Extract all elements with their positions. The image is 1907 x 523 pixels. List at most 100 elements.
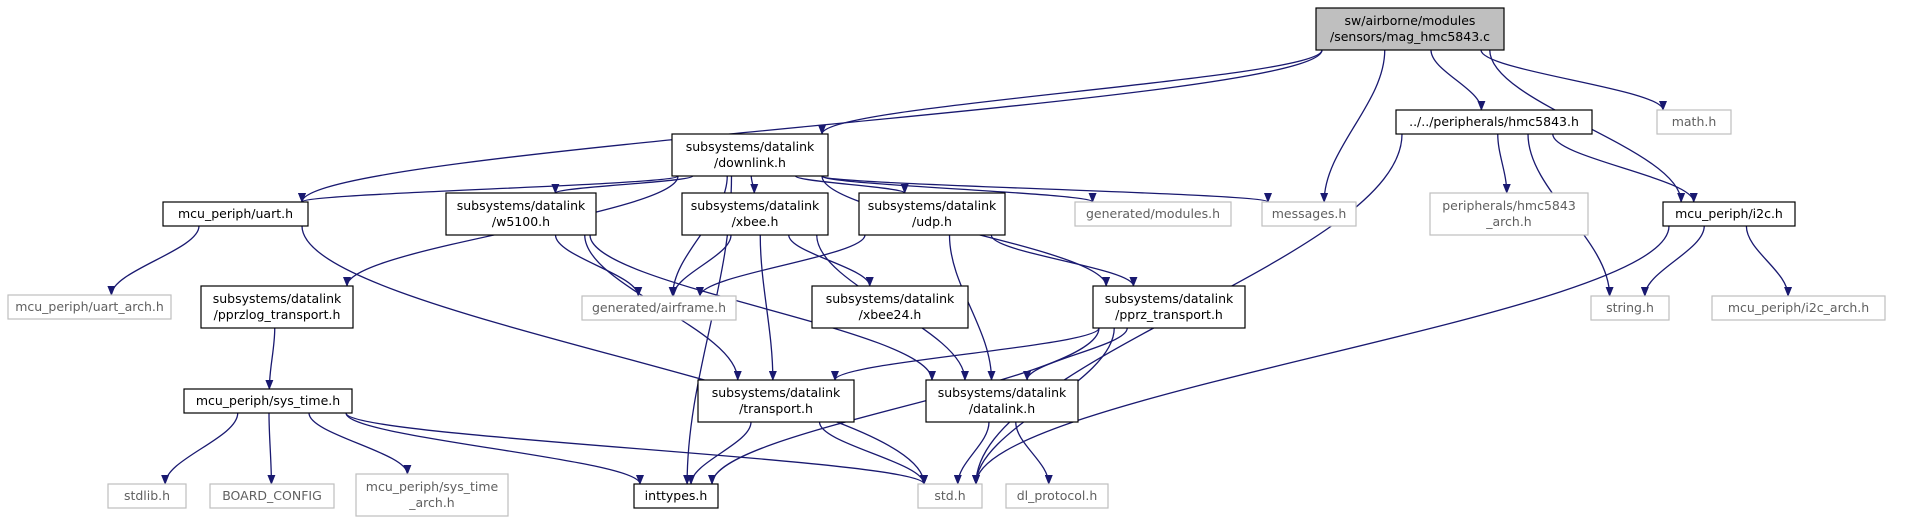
- edge-xbee-to-airframe: [669, 234, 732, 297]
- edge-root-to-messages: [1320, 49, 1386, 203]
- node-boardconfig[interactable]: BOARD_CONFIG: [209, 483, 335, 509]
- node-systime[interactable]: mcu_periph/sys_time.h: [183, 388, 353, 414]
- edge-pprztransport-to-transport: [831, 327, 1100, 381]
- node-label-w5100-line-0: subsystems/datalink: [457, 198, 586, 213]
- edge-udp-to-pprztransport: [990, 234, 1138, 287]
- node-airframe[interactable]: generated/airframe.h: [581, 295, 737, 321]
- node-box-math[interactable]: [1656, 109, 1732, 135]
- edge-uart-to-uartarch: [107, 225, 200, 296]
- node-label-messages-line-0: messages.h: [1272, 206, 1347, 221]
- node-box-pprzlog[interactable]: [200, 285, 354, 329]
- node-label-w5100-line-1: /w5100.h: [492, 214, 550, 229]
- node-label-downlink-line-1: /downlink.h: [714, 155, 786, 170]
- node-box-string[interactable]: [1590, 295, 1670, 321]
- node-transport[interactable]: subsystems/datalink/transport.h: [697, 379, 855, 423]
- node-std[interactable]: std.h: [917, 483, 983, 509]
- node-box-i2carch[interactable]: [1711, 295, 1886, 321]
- node-root[interactable]: sw/airborne/modules/sensors/mag_hmc5843.…: [1315, 7, 1505, 51]
- node-downlink[interactable]: subsystems/datalink/downlink.h: [671, 133, 829, 177]
- node-box-systimearch[interactable]: [355, 473, 509, 517]
- node-box-systime[interactable]: [183, 388, 353, 414]
- node-box-std[interactable]: [917, 483, 983, 509]
- node-box-udp[interactable]: [858, 192, 1006, 236]
- node-xbee24[interactable]: subsystems/datalink/xbee24.h: [811, 285, 969, 329]
- node-uart[interactable]: mcu_periph/uart.h: [162, 201, 309, 227]
- edge-systime-to-std: [345, 412, 928, 485]
- node-layer: sw/airborne/modules/sensors/mag_hmc5843.…: [7, 7, 1886, 517]
- node-box-hmcarch[interactable]: [1429, 192, 1589, 236]
- edge-hmc5843h-to-i2c: [1552, 133, 1698, 203]
- node-udp[interactable]: subsystems/datalink/udp.h: [858, 192, 1006, 236]
- edge-i2c-to-std: [972, 225, 1670, 485]
- node-box-dlprotocol[interactable]: [1005, 483, 1109, 509]
- node-label-i2c-line-0: mcu_periph/i2c.h: [1675, 206, 1783, 221]
- node-box-root[interactable]: [1315, 7, 1505, 51]
- node-box-stdlib[interactable]: [107, 483, 187, 509]
- node-stdlib[interactable]: stdlib.h: [107, 483, 187, 509]
- node-label-math-line-0: math.h: [1672, 114, 1717, 129]
- edge-root-to-hmc5843h: [1430, 49, 1486, 111]
- edge-i2c-to-i2carch: [1745, 225, 1793, 297]
- node-genmodules[interactable]: generated/modules.h: [1074, 201, 1232, 227]
- edge-datalink-to-std: [953, 421, 990, 485]
- node-box-inttypes[interactable]: [633, 483, 719, 509]
- node-label-systimearch-line-1: _arch.h: [408, 495, 454, 510]
- node-box-hmc5843h[interactable]: [1395, 109, 1593, 135]
- node-label-downlink-line-0: subsystems/datalink: [686, 139, 815, 154]
- node-box-messages[interactable]: [1261, 201, 1357, 227]
- node-label-string-line-0: string.h: [1606, 300, 1654, 315]
- node-xbee[interactable]: subsystems/datalink/xbee.h: [681, 192, 829, 236]
- node-label-pprztransport-line-1: /pprz_transport.h: [1115, 307, 1223, 322]
- node-string[interactable]: string.h: [1590, 295, 1670, 321]
- node-box-uart[interactable]: [162, 201, 309, 227]
- node-math[interactable]: math.h: [1656, 109, 1732, 135]
- node-messages[interactable]: messages.h: [1261, 201, 1357, 227]
- node-hmcarch[interactable]: peripherals/hmc5843_arch.h: [1429, 192, 1589, 236]
- node-box-genmodules[interactable]: [1074, 201, 1232, 227]
- node-box-i2c[interactable]: [1662, 201, 1796, 227]
- node-box-w5100[interactable]: [445, 192, 597, 236]
- edge-downlink-to-messages: [821, 175, 1272, 203]
- node-pprztransport[interactable]: subsystems/datalink/pprz_transport.h: [1092, 285, 1246, 329]
- node-box-xbee[interactable]: [681, 192, 829, 236]
- edge-datalink-to-dlprotocol: [1015, 421, 1053, 485]
- node-box-transport[interactable]: [697, 379, 855, 423]
- node-label-airframe-line-0: generated/airframe.h: [592, 300, 726, 315]
- node-dlprotocol[interactable]: dl_protocol.h: [1005, 483, 1109, 509]
- node-box-airframe[interactable]: [581, 295, 737, 321]
- node-box-pprztransport[interactable]: [1092, 285, 1246, 329]
- node-label-datalink-line-1: /datalink.h: [969, 401, 1035, 416]
- node-box-datalink[interactable]: [925, 379, 1079, 423]
- node-label-pprzlog-line-1: /pprzlog_transport.h: [214, 307, 341, 322]
- edge-transport-to-inttypes: [687, 421, 752, 485]
- node-box-boardconfig[interactable]: [209, 483, 335, 509]
- node-label-std-line-0: std.h: [934, 488, 965, 503]
- edge-pprztransport-to-datalink: [1023, 327, 1128, 381]
- node-box-downlink[interactable]: [671, 133, 829, 177]
- edge-systime-to-inttypes: [345, 412, 644, 485]
- node-inttypes[interactable]: inttypes.h: [633, 483, 719, 509]
- node-datalink[interactable]: subsystems/datalink/datalink.h: [925, 379, 1079, 423]
- node-label-xbee-line-0: subsystems/datalink: [691, 198, 820, 213]
- edge-downlink-to-uart: [298, 175, 679, 203]
- node-label-hmcarch-line-1: _arch.h: [1485, 214, 1531, 229]
- node-hmc5843h[interactable]: ../../peripherals/hmc5843.h: [1395, 109, 1593, 135]
- node-pprzlog[interactable]: subsystems/datalink/pprzlog_transport.h: [200, 285, 354, 329]
- node-box-uartarch[interactable]: [7, 294, 172, 320]
- edge-downlink-to-xbee: [750, 175, 759, 194]
- node-uartarch[interactable]: mcu_periph/uart_arch.h: [7, 294, 172, 320]
- node-label-xbee24-line-0: subsystems/datalink: [826, 291, 955, 306]
- node-i2c[interactable]: mcu_periph/i2c.h: [1662, 201, 1796, 227]
- edge-downlink-to-airframe: [668, 175, 728, 297]
- node-w5100[interactable]: subsystems/datalink/w5100.h: [445, 192, 597, 236]
- edge-root-to-downlink: [818, 49, 1323, 135]
- node-box-xbee24[interactable]: [811, 285, 969, 329]
- edge-pprztransport-to-inttypes: [708, 327, 1100, 485]
- node-i2carch[interactable]: mcu_periph/i2c_arch.h: [1711, 295, 1886, 321]
- edge-udp-to-airframe: [696, 234, 866, 297]
- node-systimearch[interactable]: mcu_periph/sys_time_arch.h: [355, 473, 509, 517]
- node-label-uartarch-line-0: mcu_periph/uart_arch.h: [15, 299, 164, 314]
- node-label-dlprotocol-line-0: dl_protocol.h: [1017, 488, 1098, 503]
- node-label-inttypes-line-0: inttypes.h: [645, 488, 708, 503]
